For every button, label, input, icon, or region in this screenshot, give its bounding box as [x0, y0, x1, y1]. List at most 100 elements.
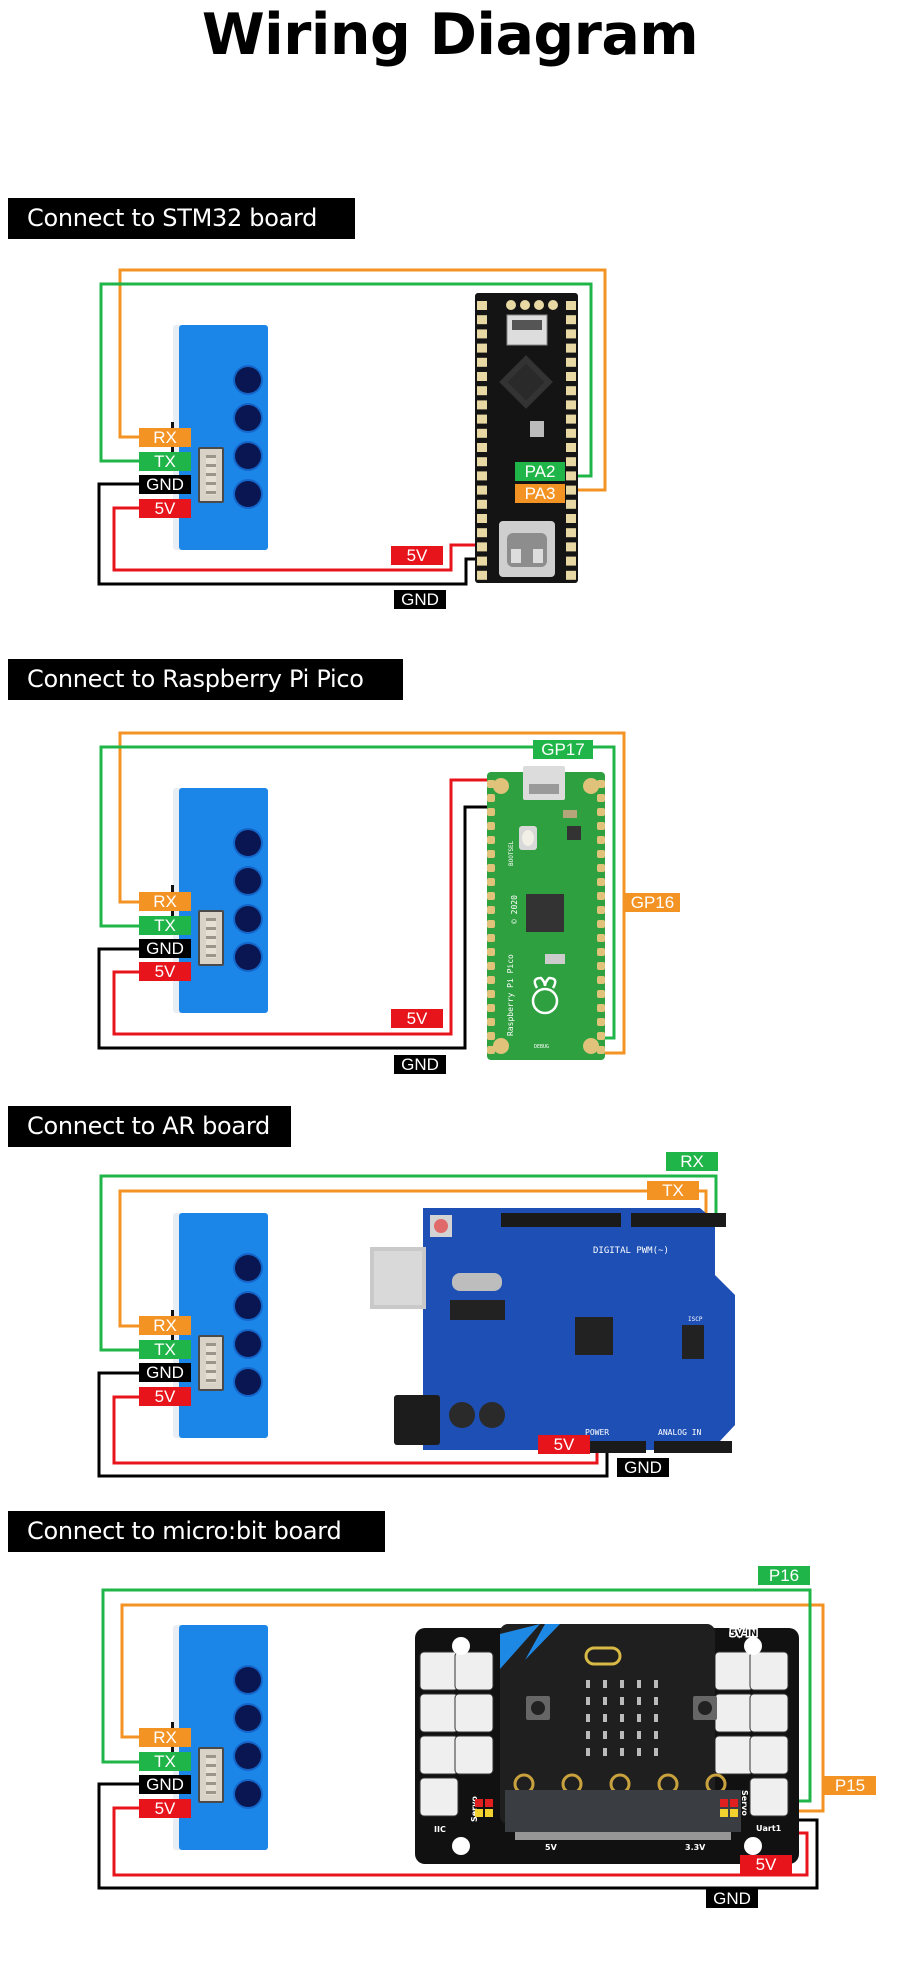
module-hole	[235, 906, 261, 932]
led	[603, 1714, 607, 1722]
header-pin	[487, 934, 495, 942]
module-pin-label-gnd: GND	[139, 1363, 191, 1382]
module-hole	[235, 367, 261, 393]
header-pin	[566, 343, 576, 353]
header-pin	[597, 864, 605, 872]
header-pin	[487, 948, 495, 956]
uart-module	[171, 1625, 268, 1850]
led	[620, 1748, 624, 1756]
mb-33v-text: 3.3V	[685, 1843, 706, 1852]
header-pin	[597, 1018, 605, 1026]
board-pin-label-5v: 5V	[538, 1435, 590, 1454]
module-pin-label-tx: TX	[139, 916, 191, 935]
header-pin	[566, 556, 576, 566]
led	[603, 1680, 607, 1688]
header-pin	[487, 990, 495, 998]
led	[603, 1748, 607, 1756]
module-hole	[235, 1781, 261, 1807]
header-pin	[477, 485, 487, 495]
header-pin	[597, 934, 605, 942]
header-pin	[477, 570, 487, 580]
rp2040-chip	[526, 894, 564, 932]
header-pin	[477, 528, 487, 538]
header-pin	[597, 808, 605, 816]
microbit-logo-icon	[584, 1646, 622, 1666]
module-pin-label-tx: TX	[139, 452, 191, 471]
section-header-pico: Connect to Raspberry Pi Pico	[8, 659, 403, 700]
section-header-stm32: Connect to STM32 board	[8, 198, 355, 239]
uart-module	[171, 325, 268, 550]
module-pin-label-gnd: GND	[139, 1775, 191, 1794]
digital-header	[501, 1213, 621, 1227]
header-pin	[597, 990, 605, 998]
header-pin	[597, 976, 605, 984]
header-pin	[477, 386, 487, 396]
led	[586, 1697, 590, 1705]
module-hole	[235, 443, 261, 469]
module-hole	[235, 481, 261, 507]
board-pin-label-pa2: PA2	[515, 462, 565, 481]
header-pin	[477, 357, 487, 367]
header-pin	[566, 301, 576, 310]
board-pin-label-gnd: GND	[394, 1055, 446, 1074]
microbit-expansion-board: 5V-IN Uart1 IIC 5V 3.3V Servo Servo	[415, 1624, 799, 1864]
module-pin-label-gnd: GND	[139, 475, 191, 494]
header-pin	[477, 428, 487, 438]
grove-port	[714, 1651, 754, 1691]
led	[654, 1680, 658, 1688]
module-hole	[235, 1255, 261, 1281]
header-pin	[597, 920, 605, 928]
led	[586, 1731, 590, 1739]
header-pin	[566, 357, 576, 367]
module-hole	[235, 1369, 261, 1395]
grove-port	[454, 1651, 494, 1691]
header-pin	[487, 850, 495, 858]
module-hole	[235, 1667, 261, 1693]
grove-port	[714, 1693, 754, 1733]
board-pin-label-gp16: GP16	[625, 893, 680, 912]
module-hole	[235, 944, 261, 970]
board-pin-label-gp17: GP17	[533, 740, 593, 759]
module-pin-label-rx: RX	[139, 1728, 191, 1747]
led	[654, 1731, 658, 1739]
module-connector	[198, 1335, 224, 1391]
led	[620, 1697, 624, 1705]
header-pin	[477, 315, 487, 325]
section-header-microbit: Connect to micro:bit board	[8, 1511, 385, 1552]
header-pin	[477, 471, 487, 481]
header-pin	[597, 1004, 605, 1012]
stm32-board: /* pins drawn below */	[475, 293, 578, 583]
led	[586, 1714, 590, 1722]
grove-port	[419, 1735, 459, 1775]
header-pin	[566, 485, 576, 495]
header-pin	[477, 514, 487, 523]
grove-port	[419, 1693, 459, 1733]
uart-module	[171, 1213, 268, 1438]
led	[620, 1731, 624, 1739]
module-pin-label-5v: 5V	[139, 499, 191, 518]
header-pin	[487, 794, 495, 802]
header-pin	[487, 1046, 495, 1054]
edge-connector-slot	[505, 1790, 741, 1832]
header-pin	[487, 1032, 495, 1040]
header-pin	[477, 542, 487, 552]
header-pin	[597, 962, 605, 970]
led	[637, 1680, 641, 1688]
header-pin	[477, 343, 487, 353]
ar-digital-text: DIGITAL PWM(~)	[593, 1246, 669, 1256]
header-pin	[597, 822, 605, 830]
pico-year-text: © 2020	[510, 895, 519, 924]
led	[603, 1731, 607, 1739]
led	[654, 1748, 658, 1756]
mb-5vin-text: 5V-IN	[730, 1629, 757, 1639]
module-pin-label-rx: RX	[139, 1316, 191, 1335]
grove-port	[749, 1693, 789, 1733]
ar-analog-text: ANALOG IN	[658, 1428, 702, 1437]
module-connector	[198, 910, 224, 966]
module-pin-label-gnd: GND	[139, 939, 191, 958]
header-pin	[566, 499, 576, 509]
raspberry-logo-icon	[531, 976, 559, 1015]
uart-module	[171, 788, 268, 1013]
header-pin	[487, 822, 495, 830]
header-pin	[597, 892, 605, 900]
